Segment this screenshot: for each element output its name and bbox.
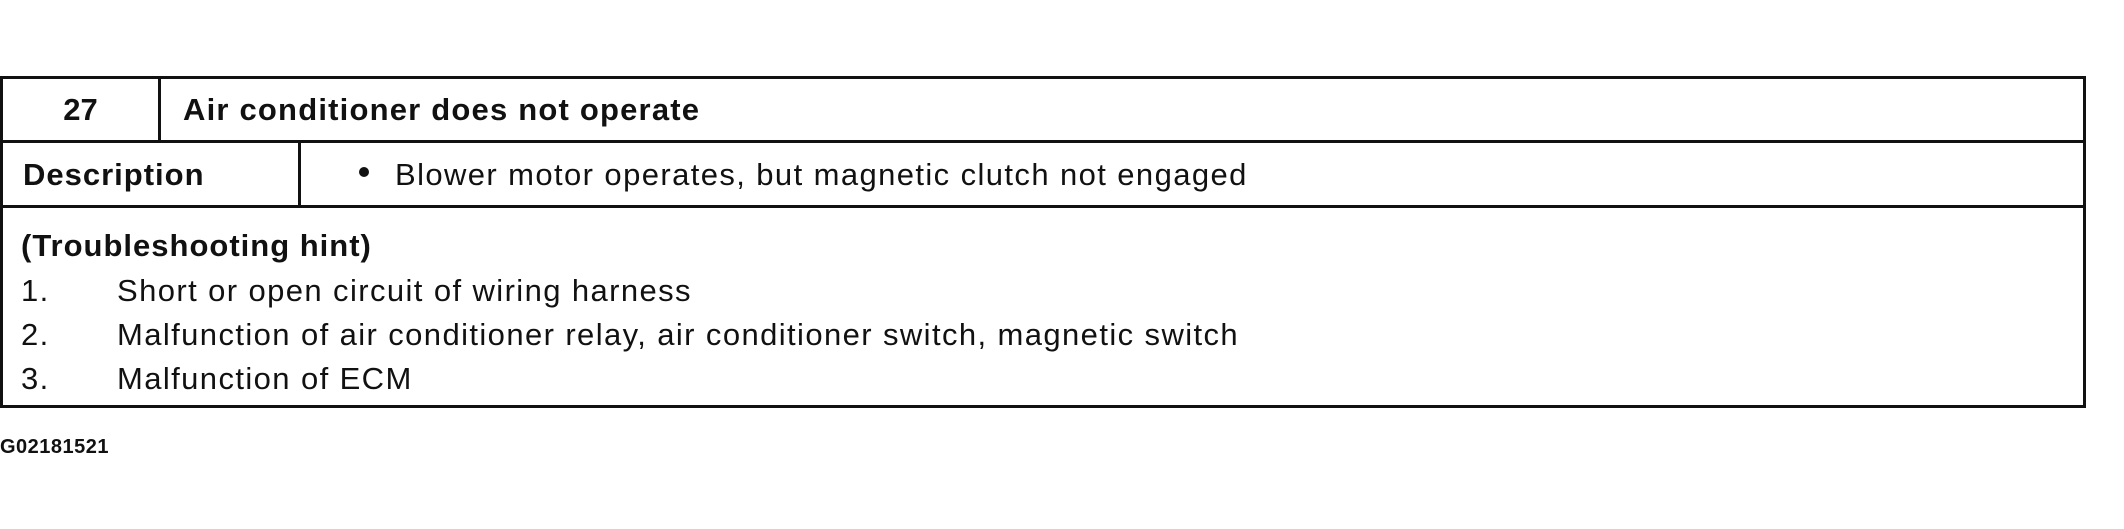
figure-id: G02181521 [0, 436, 110, 458]
hint-number: 2. [21, 317, 50, 352]
hint-text: Malfunction of ECM [117, 361, 413, 396]
hint-row: (Troubleshooting hint) 1. Short or open … [3, 208, 2083, 405]
hint-number: 3. [21, 361, 50, 396]
hint-number: 1. [21, 273, 50, 308]
hint-text: Malfunction of air conditioner relay, ai… [117, 317, 1240, 352]
troubleshooting-table: 27 Air conditioner does not operate Desc… [0, 76, 2086, 408]
hint-heading: (Troubleshooting hint) [21, 228, 372, 263]
description-cell: Blower motor operates, but magnetic clut… [301, 143, 2083, 205]
title-row: 27 Air conditioner does not operate [3, 79, 2083, 143]
description-row: Description Blower motor operates, but m… [3, 143, 2083, 208]
procedure-number: 27 [3, 79, 161, 140]
hint-text: Short or open circuit of wiring harness [117, 273, 692, 308]
description-label: Description [3, 143, 301, 205]
description-text: Blower motor operates, but magnetic clut… [395, 156, 1248, 192]
procedure-title: Air conditioner does not operate [183, 92, 701, 127]
bullet-icon [359, 167, 369, 177]
